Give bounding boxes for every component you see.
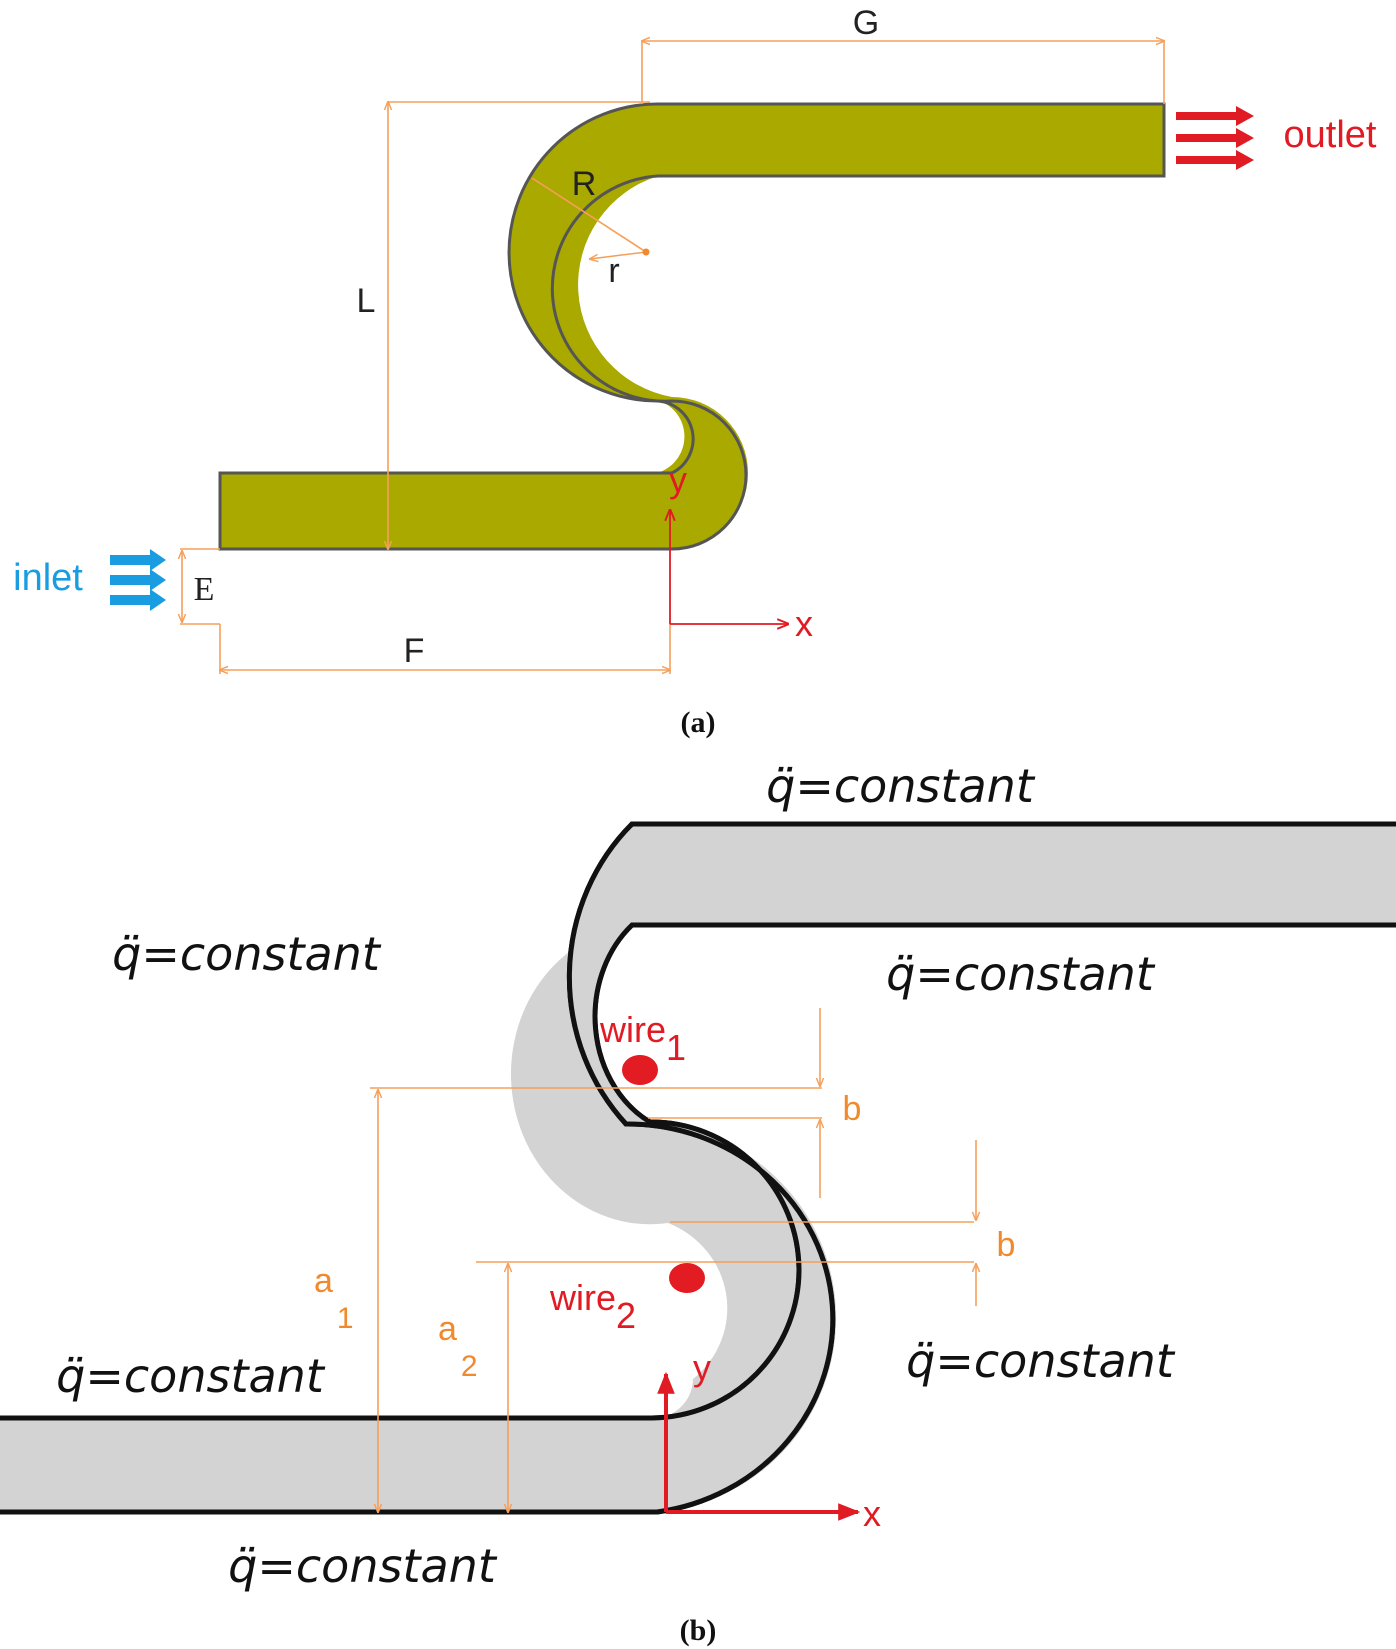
caption-a: (a) bbox=[681, 706, 716, 739]
label-b-lower: b bbox=[997, 1226, 1016, 1264]
channel-b-inner-wall-top bbox=[0, 922, 1396, 1421]
radius-r-line bbox=[590, 251, 647, 259]
inlet-label: inlet bbox=[13, 557, 83, 599]
bc-label-right-lower: q̈=constant bbox=[906, 1334, 1176, 1388]
label-a1: a1 bbox=[314, 1262, 354, 1335]
caption-b: (b) bbox=[680, 1614, 717, 1647]
channel-b bbox=[0, 824, 1396, 1512]
wire-2-sub: 2 bbox=[616, 1295, 636, 1336]
label-g: G bbox=[853, 4, 879, 42]
curve-center-dot bbox=[642, 248, 650, 256]
bc-label-left-lower: q̈=constant bbox=[56, 1349, 326, 1403]
label-e: E bbox=[194, 571, 215, 608]
inlet-arrow-2 bbox=[110, 569, 166, 591]
bc-label-right-upper: q̈=constant bbox=[886, 947, 1156, 1001]
panel-b: q̈=constant q̈=constant q̈=constant q̈=c… bbox=[0, 759, 1396, 1647]
panel-a: G L R r E F inlet o bbox=[13, 4, 1377, 739]
radius-R-line bbox=[531, 177, 647, 253]
y-label-a: y bbox=[669, 459, 687, 500]
a1-sub: 1 bbox=[337, 1302, 354, 1335]
inlet-arrows bbox=[110, 549, 166, 611]
outlet-arrow-2 bbox=[1176, 128, 1254, 148]
wire-2-dot bbox=[669, 1263, 705, 1293]
a1-base: a bbox=[314, 1262, 333, 1300]
inlet-arrow-3 bbox=[110, 589, 166, 611]
outlet-arrow-3 bbox=[1176, 150, 1254, 170]
label-r: r bbox=[608, 252, 619, 290]
wire-1-label: wire1 bbox=[599, 1009, 686, 1068]
label-f: F bbox=[404, 632, 425, 670]
y-label-b: y bbox=[693, 1347, 711, 1388]
outlet-arrow-1 bbox=[1176, 106, 1254, 126]
wire-1-dot bbox=[622, 1055, 658, 1085]
x-label-b: x bbox=[863, 1493, 881, 1534]
outlet-label: outlet bbox=[1284, 114, 1377, 156]
a2-sub: 2 bbox=[461, 1350, 478, 1383]
wire-1-base: wire bbox=[599, 1009, 666, 1050]
outlet-arrows bbox=[1176, 106, 1254, 170]
bc-label-top: q̈=constant bbox=[766, 759, 1036, 813]
wire-2-label: wire2 bbox=[549, 1277, 636, 1336]
wire-1-sub: 1 bbox=[666, 1027, 686, 1068]
channel-a-body bbox=[218, 102, 1166, 551]
inlet-arrow-1 bbox=[110, 549, 166, 571]
label-b-upper: b bbox=[843, 1090, 862, 1128]
bc-label-left-upper: q̈=constant bbox=[112, 927, 382, 981]
label-R: R bbox=[572, 165, 597, 203]
x-label-a: x bbox=[795, 603, 813, 644]
a2-base: a bbox=[438, 1310, 457, 1348]
wire-2-base: wire bbox=[549, 1277, 616, 1318]
bc-label-bottom: q̈=constant bbox=[228, 1539, 498, 1593]
label-a2: a2 bbox=[438, 1310, 478, 1383]
label-l: L bbox=[357, 282, 376, 320]
channel-b-fill bbox=[0, 824, 833, 1512]
